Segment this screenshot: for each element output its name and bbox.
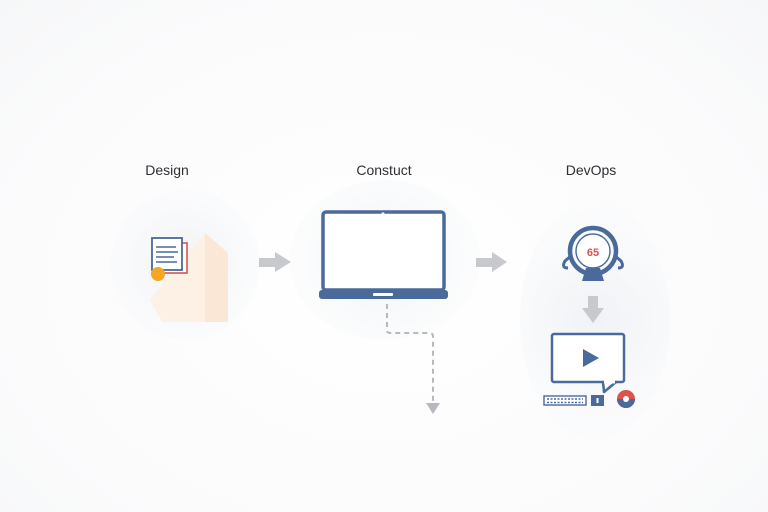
gauge-icon: 65	[562, 225, 624, 281]
keyboard-icon	[543, 395, 604, 406]
arrow-right-icon	[476, 252, 507, 272]
stage-label-devops: DevOps	[565, 162, 617, 178]
stage-label-construct: Constuct	[356, 162, 412, 178]
gauge-value: 65	[587, 247, 599, 259]
dashed-arrow-icon	[386, 304, 440, 414]
stage-label-design: Design	[145, 162, 189, 178]
arrow-right-icon	[259, 252, 291, 272]
play-icon	[583, 349, 599, 367]
video-monitor-icon	[550, 332, 626, 394]
arrow-down-icon	[582, 296, 604, 323]
disc-icon	[617, 390, 635, 408]
laptop-icon	[319, 210, 448, 299]
document-icon	[150, 233, 228, 322]
